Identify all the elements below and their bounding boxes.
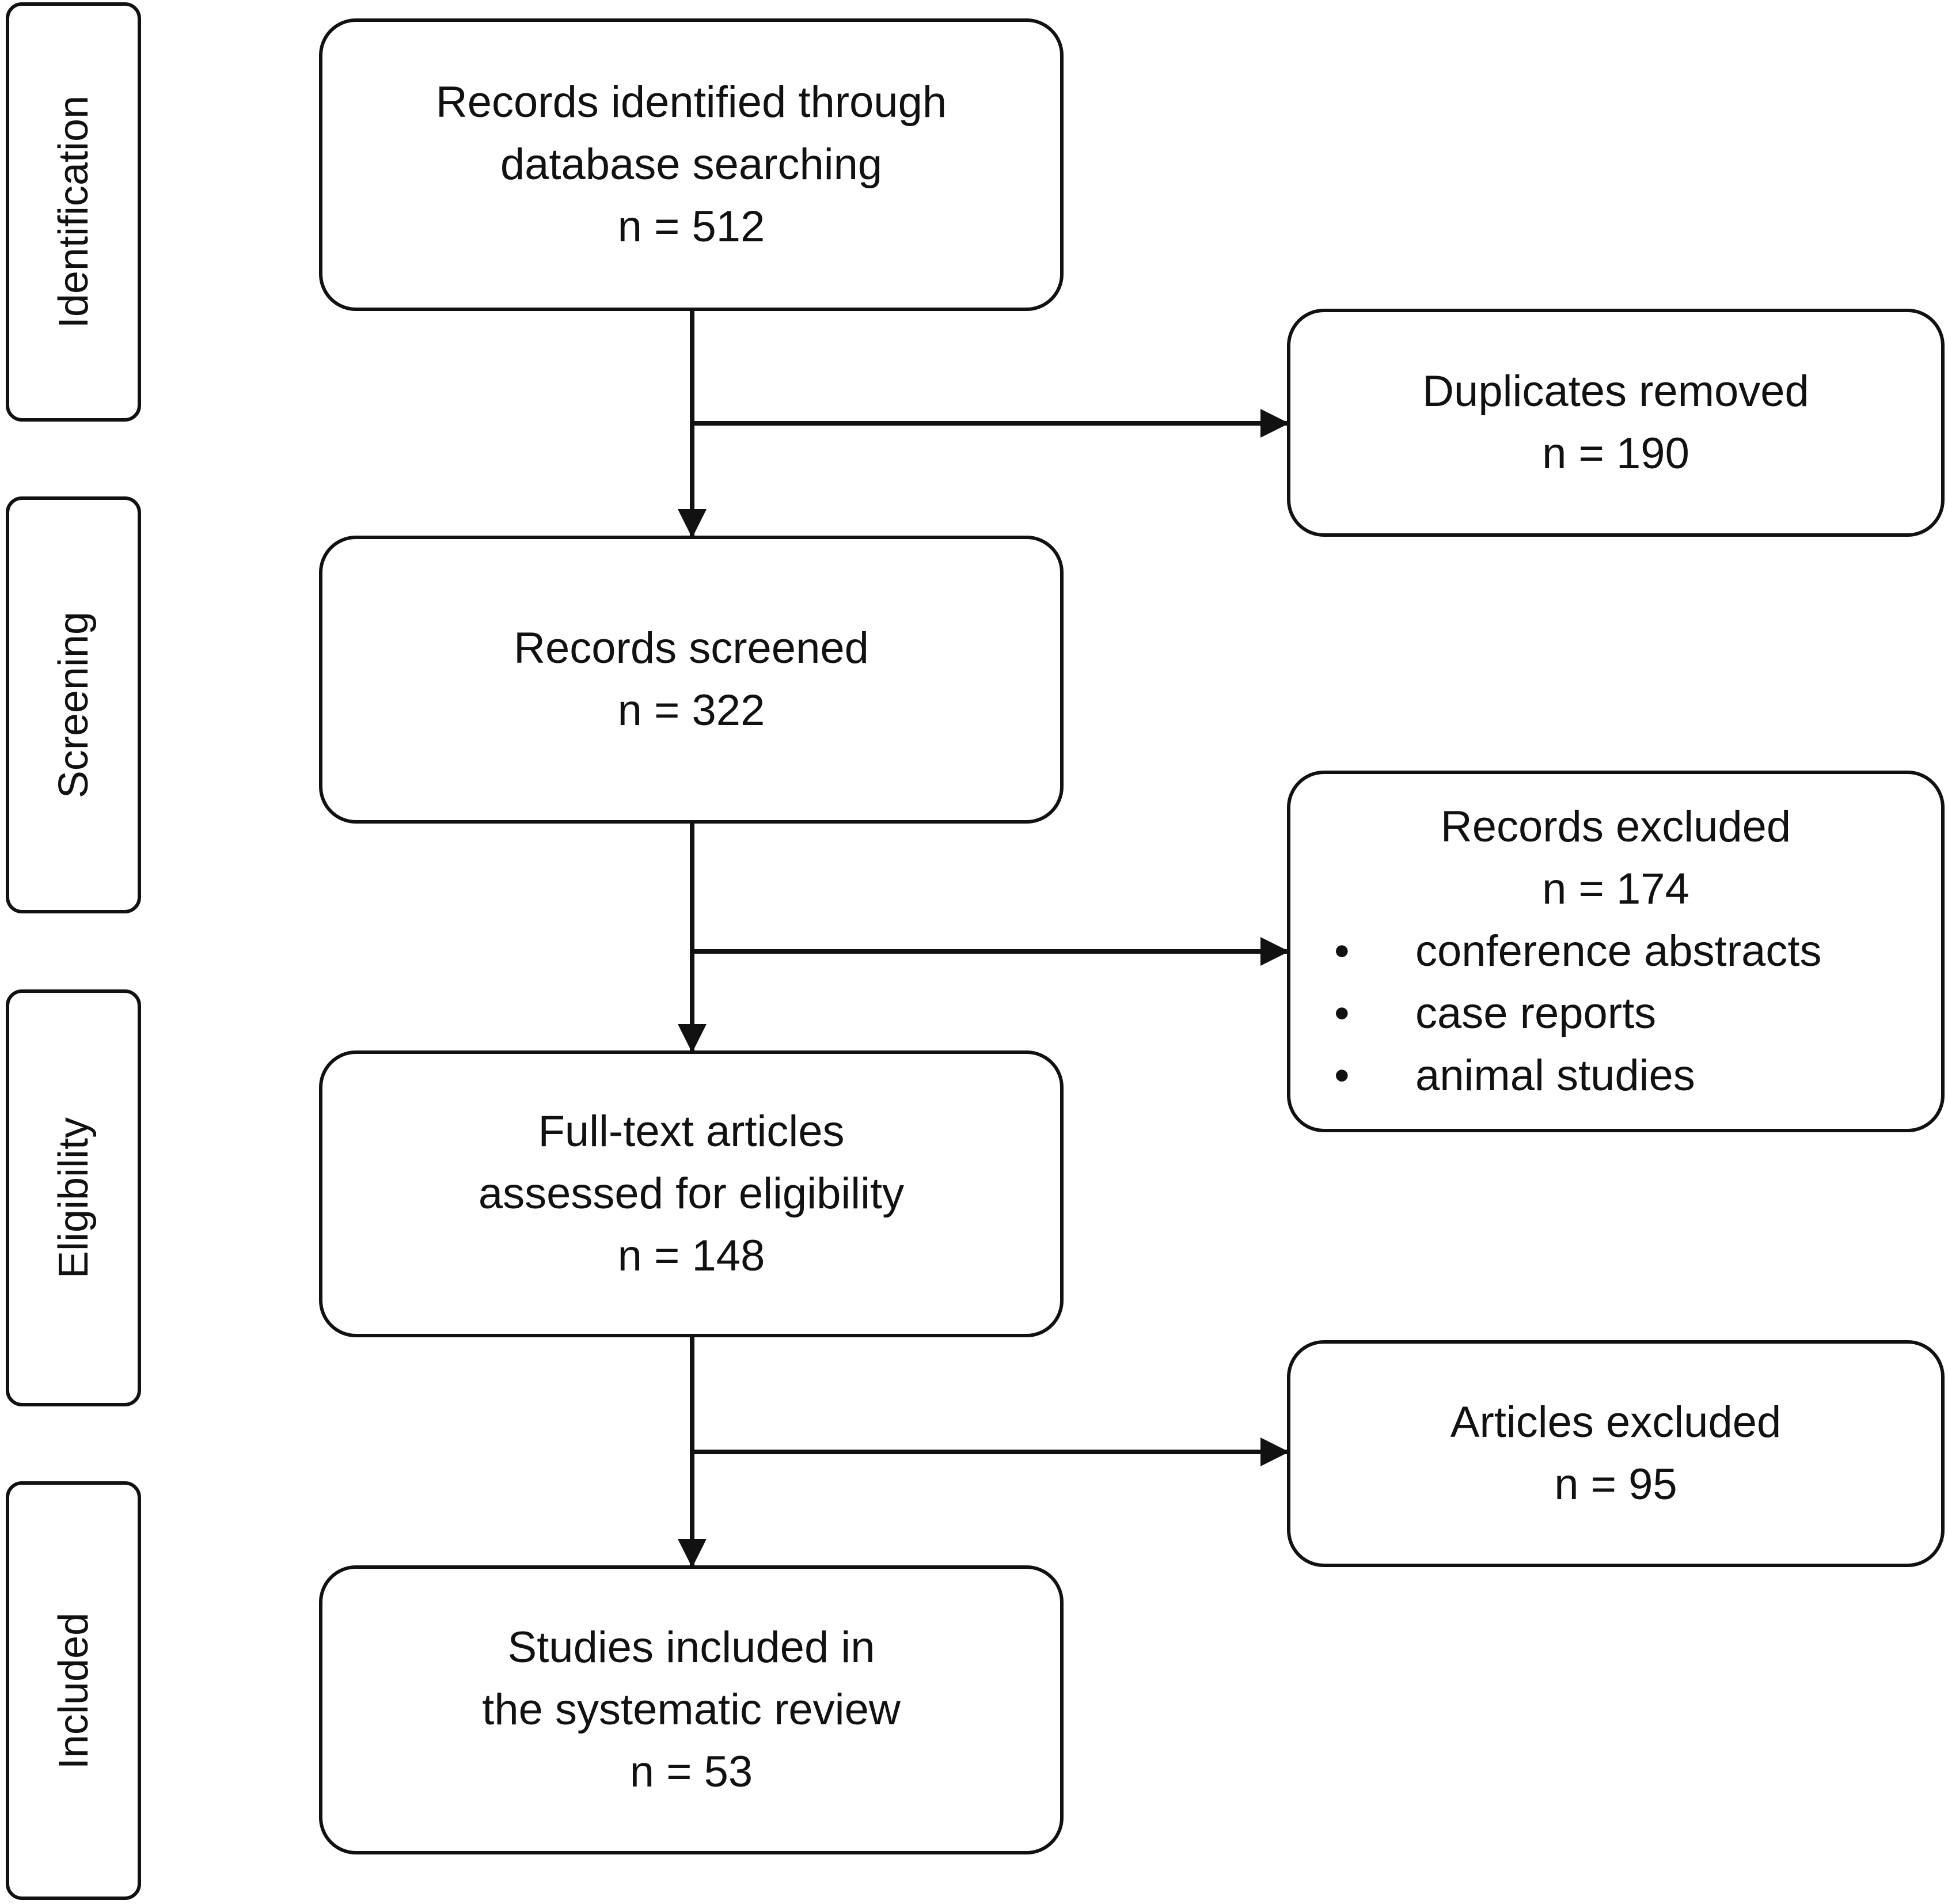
box-records-identified-line-2: database searching — [500, 140, 883, 189]
exclusion-reason-item: animal studies — [1290, 1045, 1941, 1107]
box-fulltext-assessed-line-2: assessed for eligibility — [478, 1169, 905, 1218]
box-articles-excluded-count: n = 95 — [1554, 1460, 1677, 1509]
box-duplicates-removed-line-1: Duplicates removed — [1422, 367, 1809, 416]
box-fulltext-assessed-line-1: Full-text articles — [538, 1107, 845, 1156]
box-records-identified-count: n = 512 — [617, 202, 765, 251]
exclusion-reason-item: conference abstracts — [1290, 920, 1941, 983]
box-studies-included-count: n = 53 — [629, 1747, 753, 1796]
box-records-identified-line-1: Records identified through — [435, 78, 947, 127]
box-records-identified: Records identified through database sear… — [319, 18, 1064, 311]
box-fulltext-assessed-count: n = 148 — [617, 1231, 765, 1280]
box-records-screened-line-1: Records screened — [514, 624, 869, 673]
box-studies-included-line-1: Studies included in — [507, 1623, 875, 1672]
box-records-excluded: Records excluded n = 174 conference abst… — [1287, 771, 1945, 1132]
box-articles-excluded: Articles excluded n = 95 — [1287, 1340, 1945, 1567]
exclusion-reasons-list: conference abstracts case reports animal… — [1290, 920, 1941, 1107]
stage-included: Included — [6, 1481, 141, 1900]
stage-identification: Identification — [6, 2, 141, 422]
box-fulltext-assessed: Full-text articles assessed for eligibil… — [319, 1050, 1064, 1337]
stage-screening: Screening — [6, 496, 141, 913]
box-records-screened: Records screened n = 322 — [319, 536, 1064, 824]
box-articles-excluded-line-1: Articles excluded — [1450, 1398, 1782, 1447]
stage-eligibility: Eligibility — [6, 989, 141, 1406]
box-records-excluded-line-1: Records excluded — [1440, 802, 1791, 851]
box-duplicates-removed-count: n = 190 — [1542, 429, 1689, 478]
box-duplicates-removed: Duplicates removed n = 190 — [1287, 309, 1945, 537]
box-studies-included-line-2: the systematic review — [482, 1685, 901, 1734]
exclusion-reason-item: case reports — [1290, 983, 1941, 1045]
box-studies-included: Studies included in the systematic revie… — [319, 1565, 1064, 1854]
box-records-excluded-count: n = 174 — [1542, 864, 1689, 913]
box-records-screened-count: n = 322 — [617, 686, 765, 735]
